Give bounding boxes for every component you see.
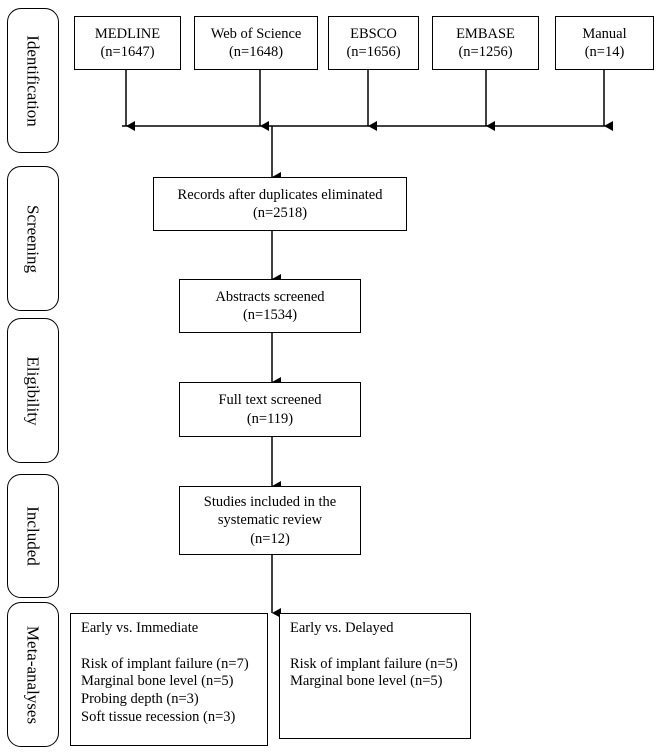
duplicates-box: Records after duplicates eliminated (n=2… <box>153 177 407 231</box>
box-text: systematic review <box>217 512 323 529</box>
box-text: Full text screened <box>218 392 322 409</box>
source-count: (n=14) <box>584 44 625 60</box>
outcome-item: Marginal bone level (n=5) <box>290 673 443 690</box>
box-count: (n=1534) <box>242 307 298 323</box>
source-box-ebsco: EBSCO (n=1656) <box>328 16 419 70</box>
source-name: Manual <box>582 25 627 42</box>
outcome-heading: Early vs. Delayed <box>290 620 394 636</box>
stage-screening: Screening <box>7 166 59 311</box>
fulltext-box: Full text screened (n=119) <box>179 382 361 437</box>
outcome-item: Probing depth (n=3) <box>81 691 199 708</box>
source-box-embase: EMBASE (n=1256) <box>432 16 539 70</box>
abstracts-box: Abstracts screened (n=1534) <box>179 279 361 333</box>
outcome-box-early-vs-delayed: Early vs. Delayed Risk of implant failur… <box>279 613 471 739</box>
source-name: EBSCO <box>350 25 397 42</box>
stage-identification: Identification <box>7 8 59 153</box>
source-count: (n=1648) <box>228 44 284 60</box>
source-count: (n=1256) <box>458 44 513 60</box>
included-box: Studies included in the systematic revie… <box>179 486 361 555</box>
outcome-heading: Early vs. Immediate <box>81 620 199 636</box>
box-text: Abstracts screened <box>215 288 325 305</box>
source-box-manual: Manual (n=14) <box>555 16 654 70</box>
box-text: Records after duplicates eliminated <box>177 186 383 203</box>
stage-meta-analyses: Meta-analyses <box>7 602 59 747</box>
source-count: (n=1656) <box>346 44 401 60</box>
source-count: (n=1647) <box>100 44 155 60</box>
source-box-medline: MEDLINE (n=1647) <box>74 16 181 70</box>
outcome-item: Marginal bone level (n=5) <box>81 673 234 690</box>
box-count: (n=119) <box>246 410 294 427</box>
stage-included: Included <box>7 474 59 598</box>
box-text: Studies included in the <box>203 494 337 511</box>
box-count: (n=12) <box>250 530 290 547</box>
source-name: EMBASE <box>456 25 515 42</box>
source-name: MEDLINE <box>94 25 161 42</box>
outcome-box-early-vs-immediate: Early vs. Immediate Risk of implant fail… <box>70 613 268 746</box>
stage-eligibility: Eligibility <box>7 318 59 463</box>
outcome-item: Soft tissue recession (n=3) <box>81 708 236 725</box>
source-box-web-of-science: Web of Science (n=1648) <box>194 16 318 70</box>
outcome-item: Risk of implant failure (n=7) <box>81 655 249 672</box>
box-count: (n=2518) <box>252 205 308 221</box>
source-name: Web of Science <box>210 25 302 42</box>
outcome-item: Risk of implant failure (n=5) <box>290 655 458 672</box>
